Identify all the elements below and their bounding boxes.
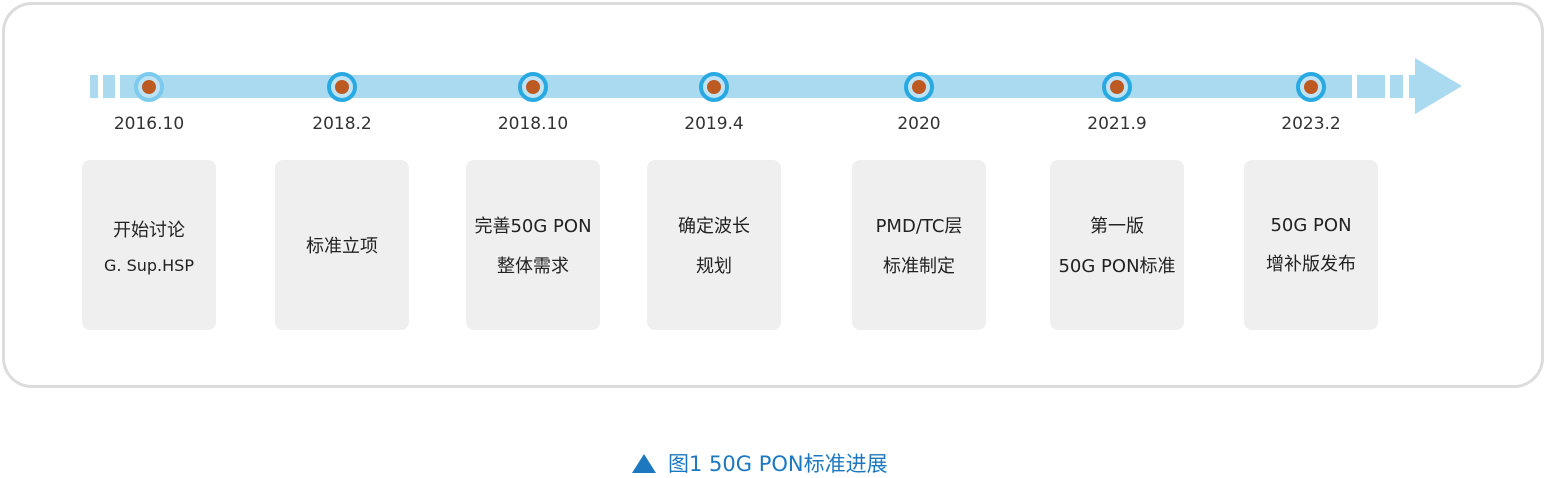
timeline-node — [699, 72, 729, 102]
milestone-text: G. Sup.HSP — [104, 255, 194, 275]
timeline-dash — [1357, 75, 1385, 98]
caption-text: 图1 50G PON标准进展 — [668, 452, 888, 476]
diagram-frame — [2, 2, 1544, 388]
milestone-card: PMD/TC层标准制定 — [852, 160, 986, 330]
timeline-date: 2020 — [897, 114, 941, 134]
milestone-text: 标准制定 — [883, 256, 955, 277]
triangle-up-icon — [632, 453, 656, 473]
figure-caption: 图1 50G PON标准进展 — [632, 448, 888, 478]
milestone-text: 整体需求 — [497, 256, 569, 277]
timeline-dash — [103, 75, 115, 98]
timeline-node — [904, 72, 934, 102]
milestone-card: 开始讨论 G. Sup.HSP — [82, 160, 216, 330]
milestone-text: 确定波长 — [678, 216, 750, 237]
milestone-card: 标准立项 — [275, 160, 409, 330]
timeline-dash — [1390, 75, 1403, 98]
timeline-date: 2018.2 — [312, 114, 372, 134]
timeline-arrow-head — [1415, 58, 1462, 114]
timeline-date: 2019.4 — [684, 114, 744, 134]
milestone-card: 50G PON 增补版发布 — [1244, 160, 1378, 330]
milestone-card: 确定波长规划 — [647, 160, 781, 330]
milestone-text: 50G PON标准 — [1058, 256, 1176, 277]
milestone-card: 第一版 50G PON标准 — [1050, 160, 1184, 330]
timeline-date: 2018.10 — [497, 114, 569, 134]
milestone-text: 规划 — [696, 256, 732, 277]
timeline-node — [327, 72, 357, 102]
timeline-date: 2016.10 — [113, 114, 185, 134]
timeline-node — [1102, 72, 1132, 102]
timeline-track — [120, 75, 1352, 98]
timeline-node — [1296, 72, 1326, 102]
timeline-date: 2021.9 — [1087, 114, 1147, 134]
timeline-node — [134, 72, 164, 102]
timeline-node — [518, 72, 548, 102]
milestone-text: 第一版 — [1090, 216, 1144, 237]
milestone-text: 50G PON — [1270, 214, 1352, 236]
milestone-text: PMD/TC层 — [875, 216, 963, 237]
timeline-dash — [1409, 75, 1415, 98]
milestone-text: 增补版发布 — [1266, 253, 1356, 275]
timeline-date: 2023.2 — [1281, 114, 1341, 134]
milestone-text: 开始讨论 — [113, 219, 185, 241]
timeline-dash — [90, 75, 98, 98]
milestone-card: 完善50G PON 整体需求 — [466, 160, 600, 330]
milestone-text: 完善50G PON — [474, 216, 592, 237]
milestone-text: 标准立项 — [306, 236, 378, 257]
